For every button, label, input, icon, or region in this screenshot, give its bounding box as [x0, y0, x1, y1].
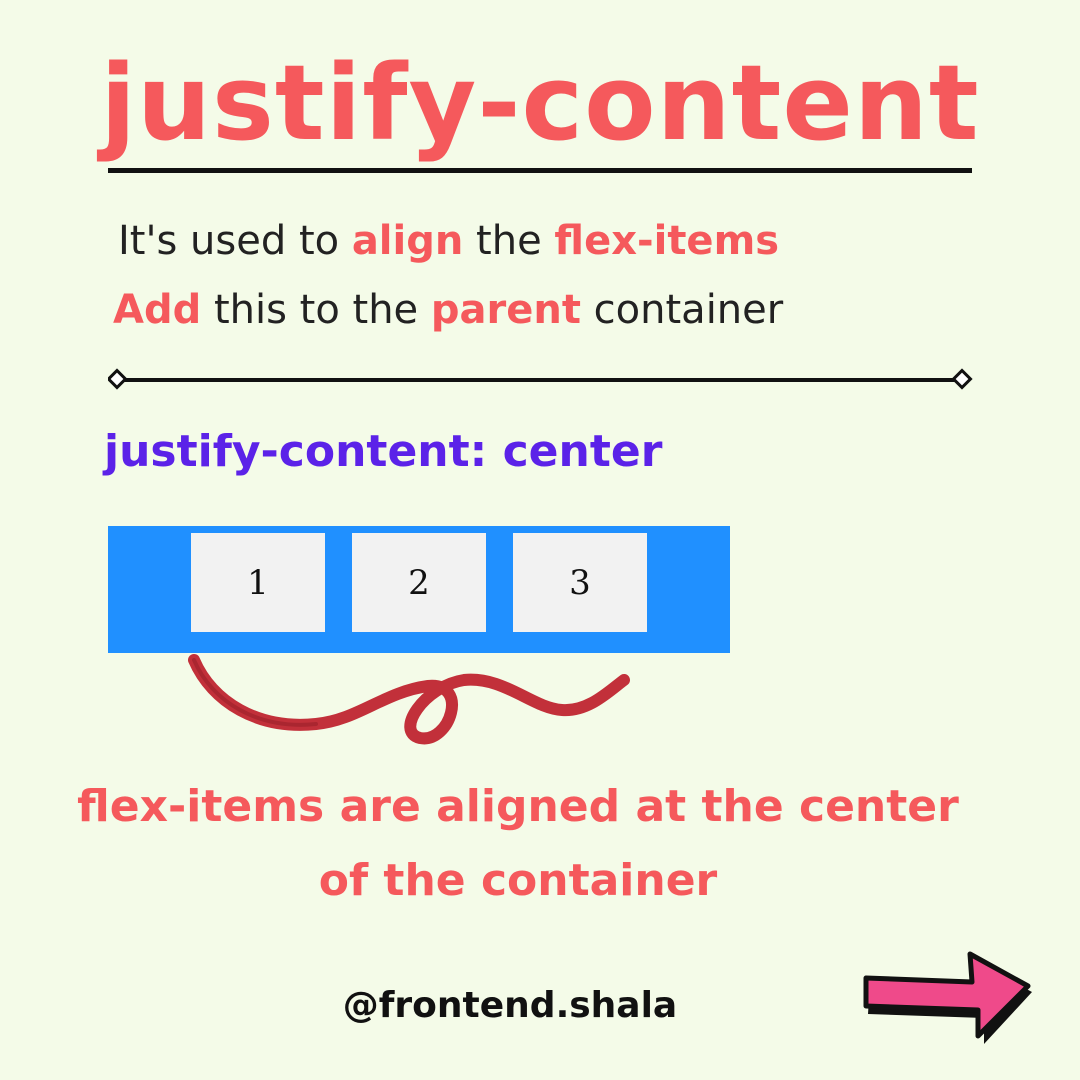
flex-item: 3 [513, 533, 647, 632]
flex-container-demo: 1 2 3 [108, 526, 730, 653]
intro-line-2: Add this to the parent container [113, 287, 783, 333]
intro-line-1: It's used to align the flex-items [118, 218, 779, 264]
author-handle: @frontend.shala [342, 985, 678, 1026]
arrow-right-icon[interactable] [860, 948, 1040, 1048]
property-heading: justify-content: center [104, 426, 663, 477]
caption-line-2: of the container [318, 855, 718, 906]
intro-text: container [580, 287, 784, 333]
page-title: justify-content [100, 42, 980, 164]
caption: flex-items are aligned at the center of … [0, 770, 1036, 918]
title-underline [108, 168, 972, 173]
intro-highlight: align [351, 218, 464, 264]
intro-text: It's used to [118, 218, 352, 264]
intro-highlight: flex-items [554, 218, 780, 264]
flex-item: 1 [191, 533, 325, 632]
section-divider [108, 368, 973, 390]
intro-highlight: parent [430, 287, 581, 333]
intro-text: this to the [201, 287, 431, 333]
caption-line-1: flex-items are aligned at the center [77, 781, 959, 832]
ribbon-icon [188, 654, 630, 745]
intro-text: the [463, 218, 555, 264]
flex-item: 2 [352, 533, 486, 632]
intro-highlight: Add [113, 287, 202, 333]
